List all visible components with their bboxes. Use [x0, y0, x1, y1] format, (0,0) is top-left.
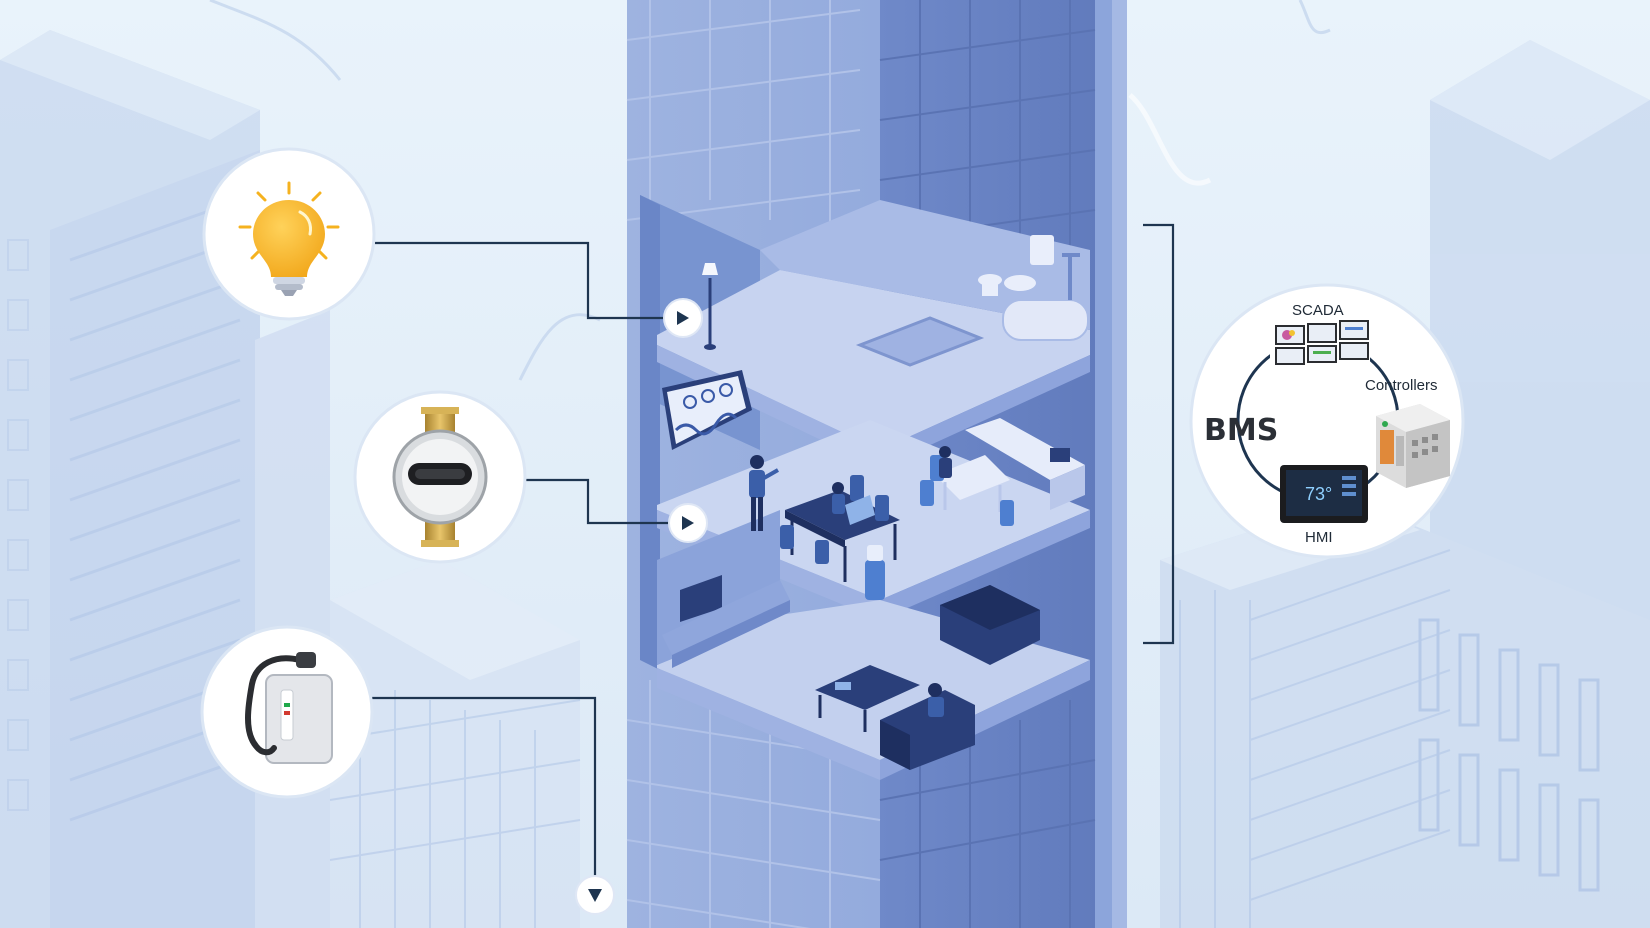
- connector-water-meter: [522, 478, 670, 525]
- connector-ev-charger: [368, 696, 597, 883]
- arrow-node-ev-charger[interactable]: [575, 875, 615, 915]
- bms-node[interactable]: 73° BMS SCADA Controllers HMI: [1189, 283, 1465, 559]
- controllers-icon: [1376, 404, 1450, 488]
- water-meter-icon: [392, 407, 488, 547]
- living-room-furniture: [662, 575, 1040, 770]
- bms-title: BMS: [1204, 413, 1278, 448]
- controllers-label: Controllers: [1365, 377, 1438, 394]
- ev-charger-node[interactable]: [200, 625, 374, 799]
- floor-lamp: [702, 263, 718, 350]
- hmi-temperature-readout: 73°: [1305, 484, 1332, 504]
- background-buildings-left: [0, 30, 581, 928]
- office-furniture: [749, 418, 1085, 600]
- bms-bracket: [1143, 223, 1175, 645]
- scada-monitors-icon: [1270, 318, 1370, 366]
- arrow-node-lighting[interactable]: [663, 298, 703, 338]
- lighting-node[interactable]: [202, 147, 376, 321]
- water-meter-node[interactable]: [353, 390, 527, 564]
- arrow-node-water-meter[interactable]: [668, 503, 708, 543]
- light-bulb-icon: [238, 181, 340, 296]
- bathroom-furniture: [855, 235, 1089, 367]
- ev-charger-icon: [245, 652, 333, 764]
- scada-label: SCADA: [1292, 302, 1344, 319]
- background-buildings-right: [1128, 40, 1650, 928]
- connector-lines: [368, 223, 1175, 883]
- hmi-touchscreen-icon: 73°: [1280, 465, 1368, 523]
- hmi-label: HMI: [1305, 529, 1333, 546]
- wall-display: [662, 370, 752, 450]
- connector-lighting: [375, 241, 665, 320]
